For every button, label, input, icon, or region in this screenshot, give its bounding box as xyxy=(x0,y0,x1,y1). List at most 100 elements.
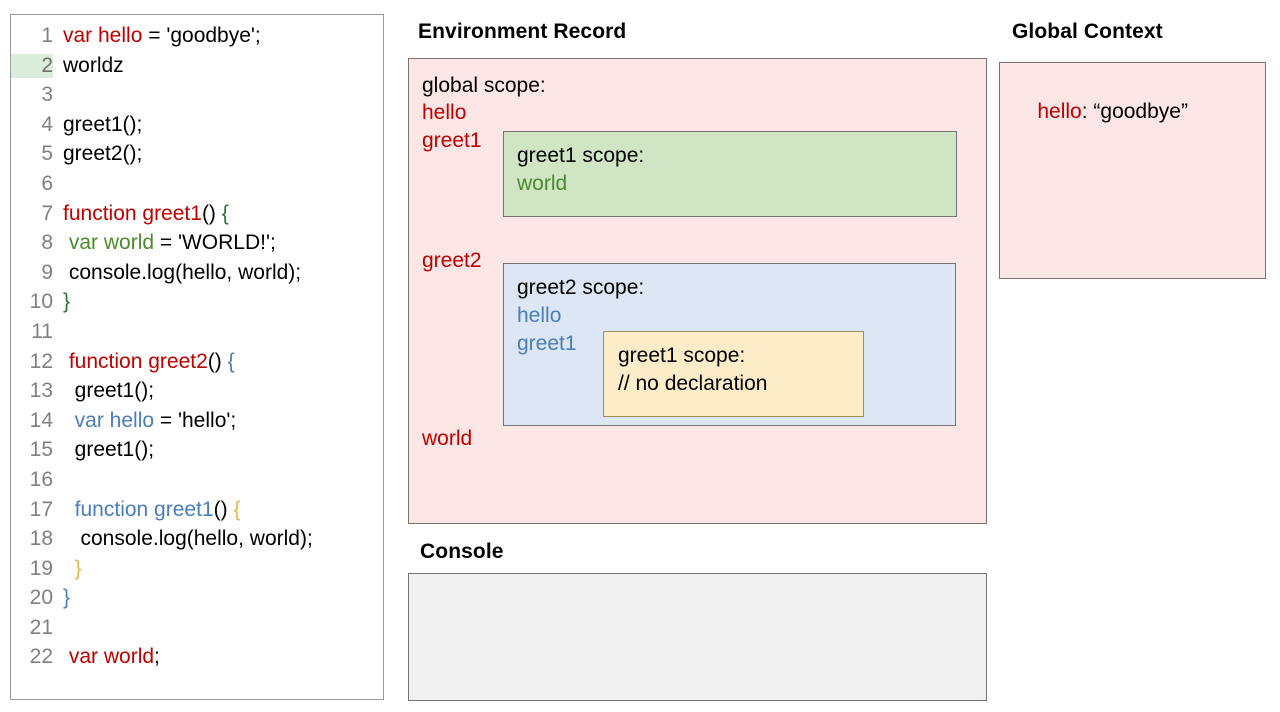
code-token: greet2(); xyxy=(63,142,143,166)
global-binding-hello: hello xyxy=(422,101,467,124)
code-token: greet1(); xyxy=(63,438,155,462)
global-context-entry-key: hello xyxy=(1037,100,1082,123)
code-line[interactable]: 15 greet1(); xyxy=(11,438,383,468)
code-token: () xyxy=(201,201,222,225)
line-number: 2 xyxy=(11,53,53,78)
code-line[interactable]: 19 } xyxy=(11,557,383,587)
environment-record-title: Environment Record xyxy=(418,20,627,43)
code-line[interactable]: 8 var world = 'WORLD!'; xyxy=(11,231,383,261)
code-line[interactable]: 14 var hello = 'hello'; xyxy=(11,409,383,439)
code-token: { xyxy=(221,201,229,225)
code-token: var hello xyxy=(63,24,143,47)
line-number: 7 xyxy=(41,201,53,225)
code-token: var world xyxy=(68,645,155,669)
code-line-text: greet1(); xyxy=(53,113,142,137)
code-line[interactable]: 13 greet1(); xyxy=(11,379,383,409)
code-token: greet1(); xyxy=(63,112,143,136)
code-line[interactable]: 20} xyxy=(11,586,383,616)
greet2-scope-title: greet2 scope: xyxy=(517,276,645,299)
greet2-scope-box: greet2 scope: hello greet1 greet1 scope:… xyxy=(503,263,956,426)
code-line-text: console.log(hello, world); xyxy=(53,527,313,551)
line-number: 11 xyxy=(31,319,53,343)
line-number: 15 xyxy=(29,438,53,462)
code-line[interactable]: 3 xyxy=(11,83,383,113)
line-number: 8 xyxy=(41,231,53,255)
code-token: { xyxy=(233,497,241,521)
code-token: var world xyxy=(68,231,155,255)
code-token: function greet1 xyxy=(63,201,202,225)
line-number: 13 xyxy=(29,379,53,403)
code-line[interactable]: 16 xyxy=(11,468,383,498)
code-line-text: console.log(hello, world); xyxy=(53,261,301,285)
code-token: = 'hello'; xyxy=(154,408,237,432)
code-line-text: function greet2() { xyxy=(53,350,235,374)
code-line-text: var world; xyxy=(53,645,160,669)
global-context-panel: hello: “goodbye” xyxy=(999,62,1266,279)
code-token xyxy=(63,498,75,521)
global-context-entry-separator: : xyxy=(1081,100,1094,123)
code-line[interactable]: 12 function greet2() { xyxy=(11,350,383,380)
code-line[interactable]: 18 console.log(hello, world); xyxy=(11,527,383,557)
code-token: greet1(); xyxy=(63,379,155,403)
code-token: console.log(hello, world); xyxy=(63,527,313,551)
code-line-text: function greet1() { xyxy=(53,202,229,226)
line-number: 3 xyxy=(41,83,53,107)
code-line[interactable]: 11 xyxy=(11,320,383,350)
code-token: worldz xyxy=(63,53,124,77)
code-token: = 'goodbye'; xyxy=(142,24,261,47)
global-context-entry: hello: “goodbye” xyxy=(1014,76,1188,148)
line-number: 19 xyxy=(29,556,53,580)
line-number: 1 xyxy=(41,24,53,47)
code-token: function greet1 xyxy=(74,497,214,521)
code-token: () xyxy=(207,349,228,373)
greet1-scope-title: greet1 scope: xyxy=(517,144,645,167)
code-line-text: var hello = 'goodbye'; xyxy=(53,24,261,48)
code-token: } xyxy=(63,290,71,314)
line-number: 6 xyxy=(41,171,53,195)
greet2-scope-binding-greet1: greet1 xyxy=(517,332,577,355)
code-token: () xyxy=(213,497,234,521)
code-line-text: var world = 'WORLD!'; xyxy=(53,231,276,255)
environment-record-panel: global scope: hello greet1 greet2 world … xyxy=(408,58,987,524)
console-title: Console xyxy=(420,540,504,563)
line-number: 14 xyxy=(29,408,53,432)
console-output-panel[interactable] xyxy=(408,573,987,701)
code-line[interactable]: 22 var world; xyxy=(11,645,383,675)
code-line-text: } xyxy=(53,290,70,314)
line-number: 18 xyxy=(29,527,53,551)
code-line[interactable]: 5 greet2(); xyxy=(11,142,383,172)
code-token: } xyxy=(74,556,82,580)
code-line[interactable]: 10} xyxy=(11,290,383,320)
code-line-text: greet2(); xyxy=(53,142,142,166)
inner-greet1-scope-box: greet1 scope: // no declaration xyxy=(603,331,864,417)
line-number: 4 xyxy=(41,112,53,136)
code-token: var hello xyxy=(74,408,155,432)
code-line[interactable]: 6 xyxy=(11,172,383,202)
code-token: console.log(hello, world); xyxy=(63,260,302,284)
line-number: 10 xyxy=(29,290,53,314)
global-context-entry-value: “goodbye” xyxy=(1093,100,1188,123)
code-token xyxy=(63,557,75,580)
code-line[interactable]: 2 worldz xyxy=(11,53,383,84)
code-line[interactable]: 4 greet1(); xyxy=(11,113,383,143)
inner-greet1-scope-title: greet1 scope: xyxy=(618,344,746,367)
code-token: } xyxy=(63,586,71,610)
code-line[interactable]: 21 xyxy=(11,616,383,646)
global-binding-world: world xyxy=(422,427,473,450)
line-number: 17 xyxy=(29,497,53,521)
code-line-text: worldz xyxy=(53,54,124,78)
line-number: 20 xyxy=(29,586,53,610)
code-line-text: function greet1() { xyxy=(53,497,241,522)
greet1-scope-binding-world: world xyxy=(517,172,568,195)
code-line[interactable]: 9 console.log(hello, world); xyxy=(11,261,383,291)
global-binding-greet2: greet2 xyxy=(422,249,482,272)
code-token: function greet2 xyxy=(68,349,208,373)
code-token: = 'WORLD!'; xyxy=(154,231,276,255)
code-line-text: greet1(); xyxy=(53,379,154,403)
code-line[interactable]: 17 function greet1() { xyxy=(11,498,383,528)
line-number: 5 xyxy=(41,142,53,166)
